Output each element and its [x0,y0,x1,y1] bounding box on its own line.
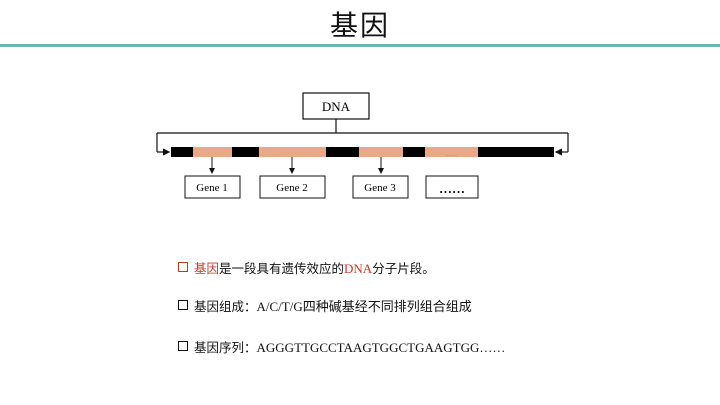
dna-box [302,92,370,120]
term-gene: 基因 [194,261,220,276]
bullet-definition: 基因是一段具有遗传效应的DNA分子片段。 [178,258,435,277]
gene-label-1: Gene 1 [196,182,227,194]
term-dna: DNA [344,261,373,276]
gene-label-3: Gene 3 [364,182,396,194]
bullet-square-icon [178,341,188,351]
gene-segment-3 [359,147,403,157]
gene-label-2: Gene 2 [276,182,307,194]
gene-label-more: …… [439,181,465,196]
gene-segment-more [425,147,478,157]
gene-box-more [425,175,479,199]
bullet-square-icon [178,262,188,272]
gene-segment-2 [259,147,326,157]
gene-box-1 [184,175,241,199]
sequence-label: 基因序列： [194,340,257,355]
definition-text-b: 分子片段。 [372,261,435,276]
definition-text-a: 是一段具有遗传效应的 [219,261,345,276]
bullet-square-icon [178,300,188,310]
composition-value: A/C/T/G四种碱基经不同排列组合组成 [256,299,472,314]
gene-diagram: DNA ...... Gene 1 Gene 2 Gene 3 …… [156,92,569,199]
gene-box-2 [259,175,326,199]
dna-label: DNA [322,99,351,114]
bullet-composition: 基因组成：A/C/T/G四种碱基经不同排列组合组成 [178,296,472,315]
title-divider [0,44,720,47]
slide-title: 基因 [329,9,390,42]
segment-dots: ...... [445,149,457,158]
composition-label: 基因组成： [194,299,257,314]
gene-segment-1 [193,147,232,157]
sequence-value: AGGGTTGCCTAAGTGGCTGAAGTGG…… [256,340,506,355]
gene-box-3 [352,175,409,199]
bullet-sequence: 基因序列：AGGGTTGCCTAAGTGGCTGAAGTGG…… [178,337,505,356]
